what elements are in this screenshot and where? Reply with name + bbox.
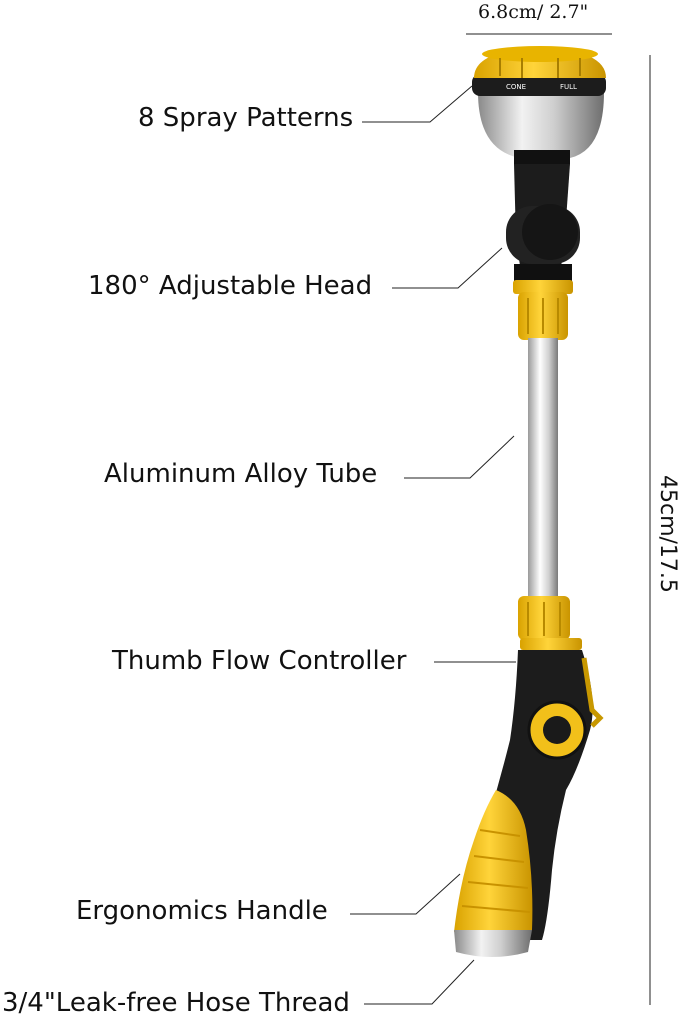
- lower-collar: [518, 596, 582, 650]
- aluminum-tube: [528, 338, 558, 600]
- dial-label-cone: CONE: [506, 83, 526, 91]
- callout-aluminum-tube: Aluminum Alloy Tube: [104, 459, 378, 489]
- hose-thread-fitting: [454, 930, 532, 957]
- length-dimension-label: 45cm/17.5: [655, 475, 679, 593]
- nozzle-head: CONE FULL: [472, 46, 606, 164]
- handle-body: [454, 650, 604, 957]
- callout-ergonomics-handle: Ergonomics Handle: [76, 896, 328, 926]
- callout-hose-thread: 3/4"Leak-free Hose Thread: [2, 988, 350, 1018]
- leader-spray: [362, 85, 473, 123]
- width-dimension-label: 6.8cm/ 2.7": [478, 1, 589, 23]
- callout-spray-patterns: 8 Spray Patterns: [138, 103, 354, 133]
- leader-thread: [364, 959, 475, 1005]
- dial-label-full: FULL: [560, 83, 577, 91]
- ergonomic-grip: [454, 790, 533, 932]
- upper-collar: [513, 280, 573, 340]
- leader-tube: [404, 435, 515, 479]
- callout-thumb-controller: Thumb Flow Controller: [112, 646, 407, 676]
- length-dimension: 45cm/17.5: [640, 475, 679, 605]
- leader-head: [392, 247, 503, 289]
- adjustable-joint: [506, 164, 580, 282]
- leader-handle: [350, 873, 461, 915]
- callout-adjustable-head: 180° Adjustable Head: [88, 271, 373, 301]
